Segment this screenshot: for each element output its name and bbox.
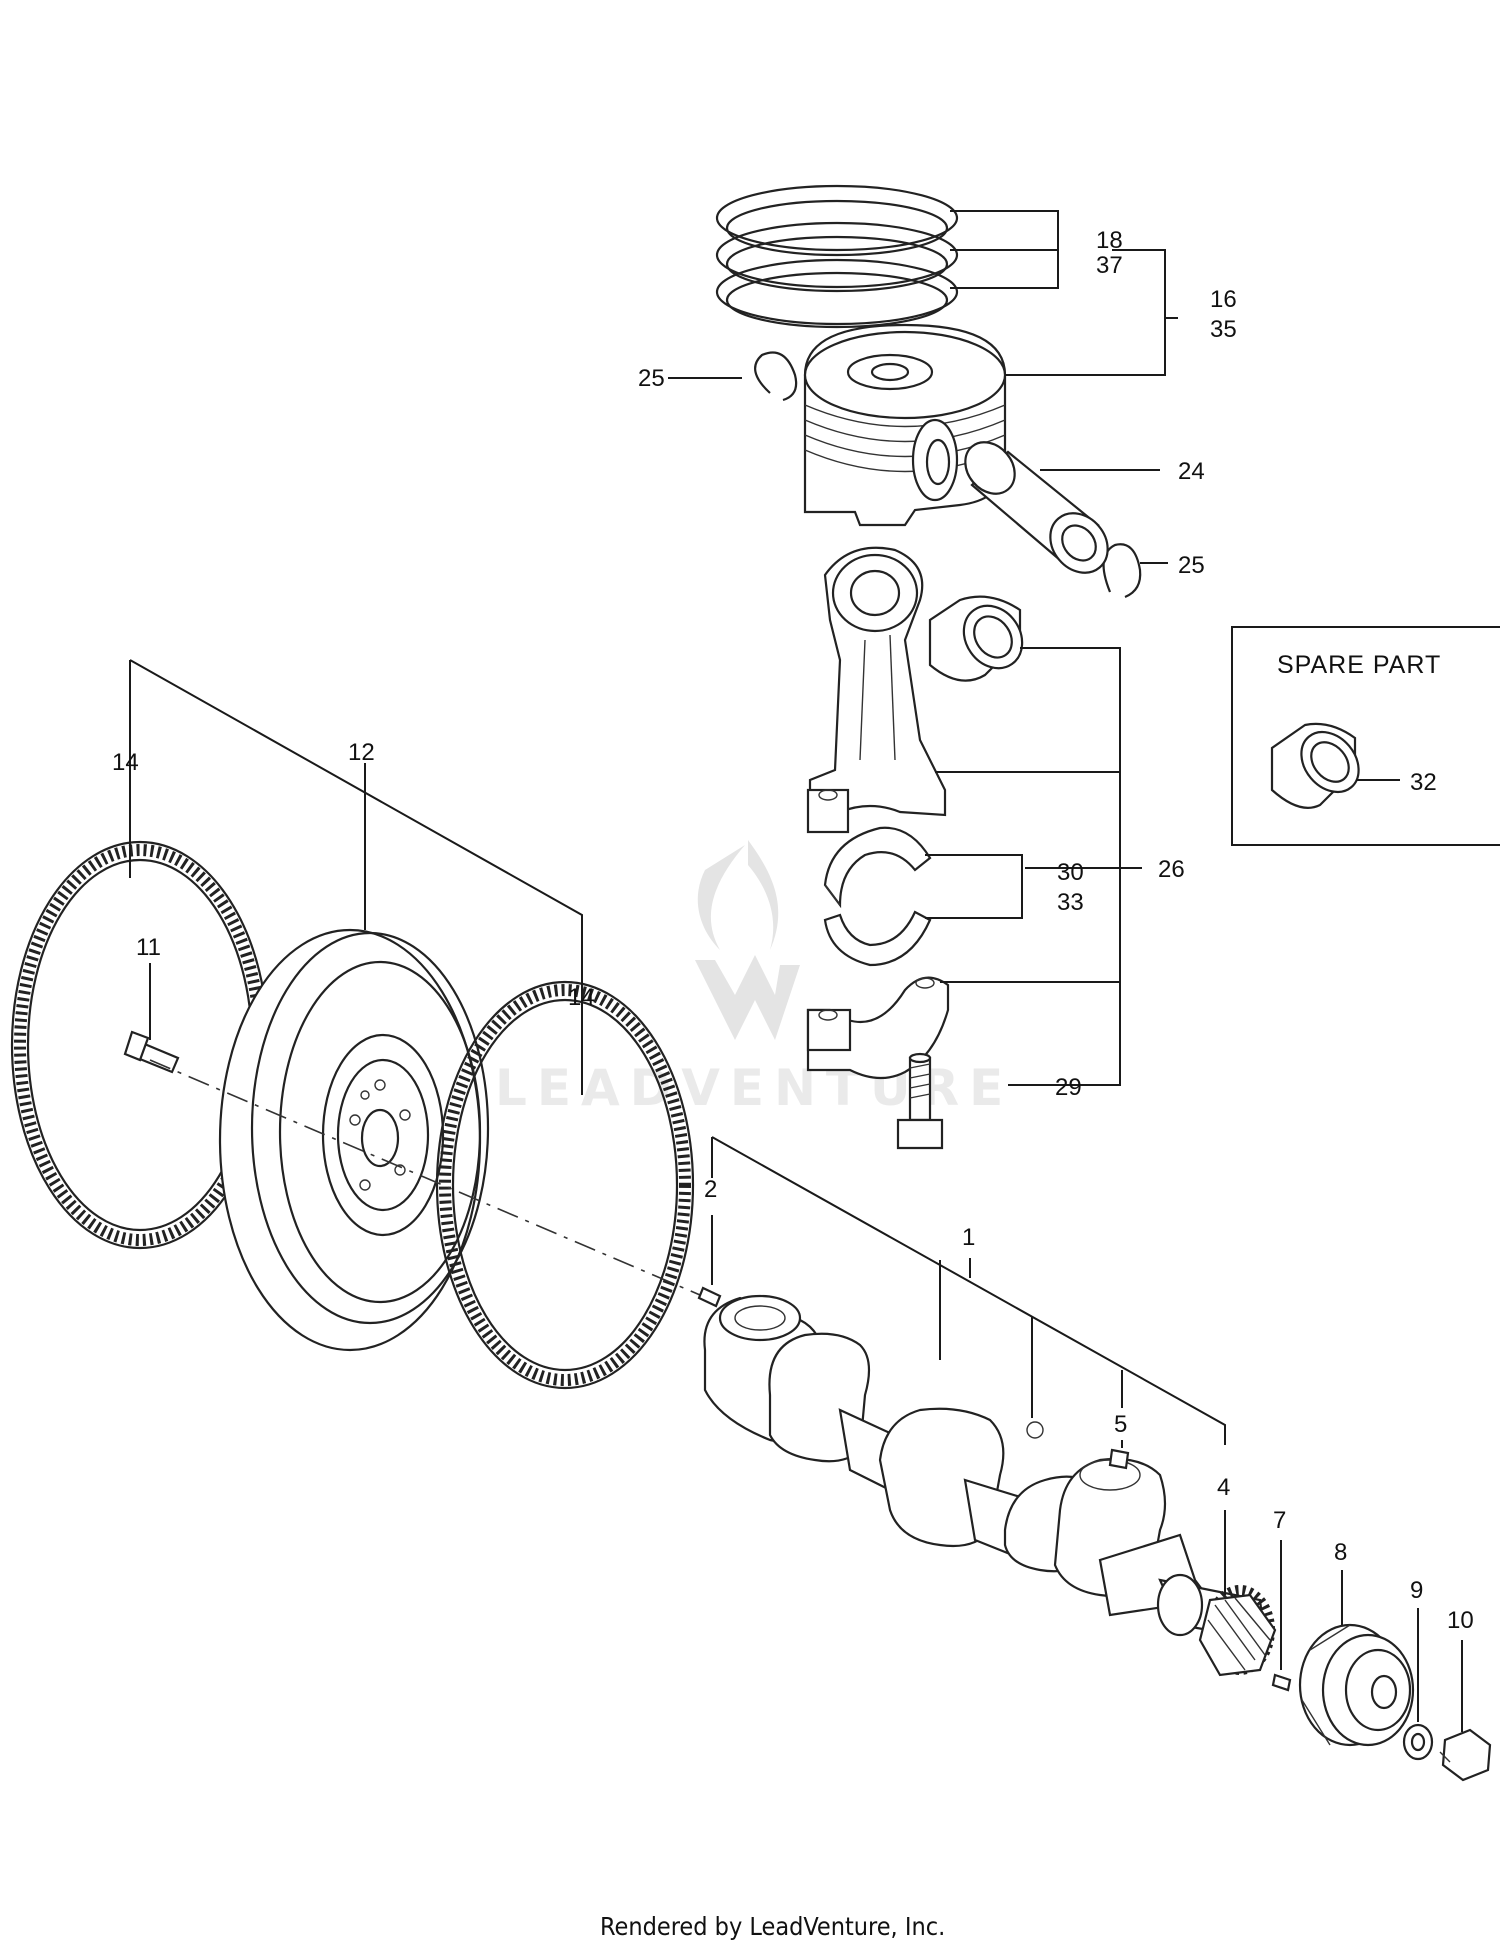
piston-rings <box>715 184 959 329</box>
ring-gear-right <box>435 980 695 1390</box>
callout-2: 2 <box>704 1176 717 1203</box>
spare-part-box <box>1231 626 1500 846</box>
callout-9: 9 <box>1410 1577 1423 1604</box>
dowel-pin <box>697 1286 722 1308</box>
lower-bearing-shell <box>823 910 932 967</box>
callout-24: 24 <box>1178 458 1205 485</box>
small-end-bush <box>928 595 1024 682</box>
callout-11: 11 <box>136 934 161 961</box>
piston-pin <box>964 441 1109 574</box>
flywheel-bolt <box>123 1030 180 1074</box>
callout-5: 5 <box>1114 1411 1127 1438</box>
callout-26: 26 <box>1158 856 1185 883</box>
flywheel <box>218 928 490 1352</box>
callout-29: 29 <box>1055 1074 1082 1101</box>
spare-part-title: SPARE PART <box>1277 651 1441 679</box>
callout-4: 4 <box>1217 1474 1230 1501</box>
assembly-axis <box>149 1059 701 1296</box>
callout-32: 32 <box>1410 769 1437 796</box>
snap-ring-left <box>754 351 798 402</box>
callout-14-right: 14 <box>568 984 595 1011</box>
callout-25-right: 25 <box>1178 552 1205 579</box>
callout-25-left: 25 <box>638 365 665 392</box>
callout-12: 12 <box>348 739 375 766</box>
leader-lines <box>129 210 1463 1732</box>
snap-ring-right <box>1102 543 1142 599</box>
footer-credit: Rendered by LeadVenture, Inc. <box>600 1912 945 1941</box>
crank-pulley <box>1298 1623 1415 1747</box>
crankshaft <box>703 1294 1267 1642</box>
watermark-text: LEADVENTURE <box>495 1059 1013 1117</box>
callout-10: 10 <box>1447 1607 1474 1634</box>
callout-35: 35 <box>1210 316 1237 343</box>
callout-33: 33 <box>1057 889 1084 916</box>
callout-37: 37 <box>1096 252 1123 279</box>
gear-key <box>1271 1673 1292 1692</box>
piston <box>803 323 1007 527</box>
spare-bush <box>1270 722 1360 809</box>
rod-bolt <box>896 1052 944 1150</box>
woodruff-key <box>1108 1448 1130 1470</box>
connecting-rod <box>806 546 947 834</box>
washer <box>1402 1723 1434 1761</box>
callout-1: 1 <box>962 1224 975 1251</box>
crank-gear <box>1198 1585 1277 1677</box>
callout-16: 16 <box>1210 286 1237 313</box>
callout-8: 8 <box>1334 1539 1347 1566</box>
rod-cap <box>806 976 950 1080</box>
callout-7: 7 <box>1273 1507 1286 1534</box>
pulley-bolt <box>1439 1728 1492 1782</box>
watermark-logo-icon <box>695 840 800 1040</box>
upper-bearing-shell <box>823 826 932 909</box>
callout-30: 30 <box>1057 859 1084 886</box>
callout-18: 18 <box>1096 227 1123 254</box>
callout-14-left: 14 <box>112 749 139 776</box>
